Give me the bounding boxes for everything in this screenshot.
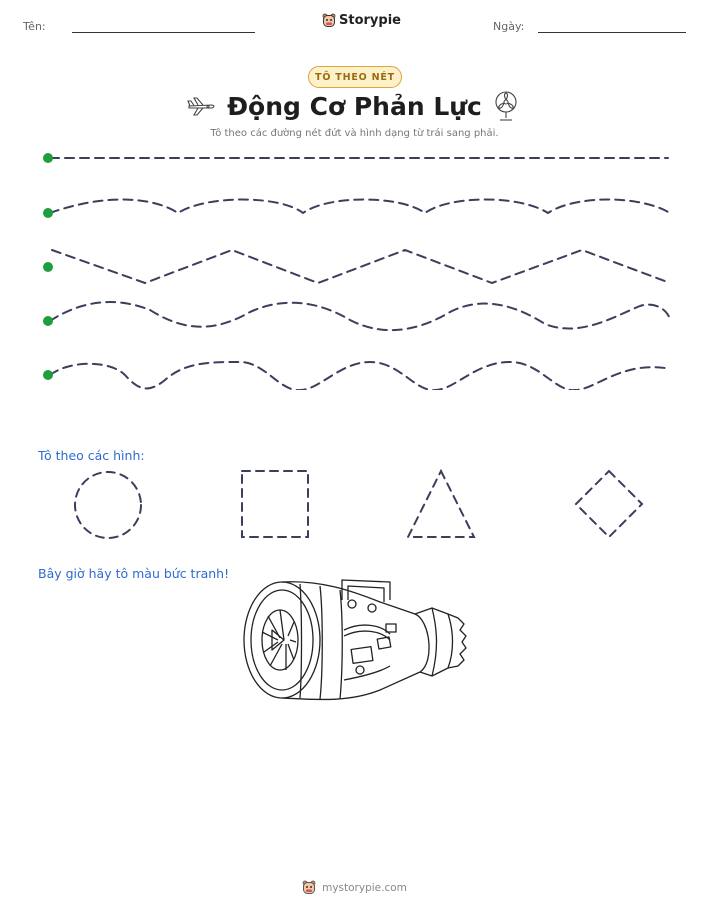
jet-engine-picture[interactable]: [240, 572, 470, 712]
coloring-label: Bây giờ hãy tô màu bức tranh!: [38, 566, 230, 581]
start-dot: [43, 316, 53, 326]
start-dot: [43, 370, 53, 380]
storypie-mascot-icon: [322, 13, 336, 27]
page-subtitle: Tô theo các đường nét đứt và hình dạng t…: [210, 128, 499, 139]
airplane-icon: [187, 97, 215, 116]
footer: mystorypie.com: [0, 880, 709, 895]
storypie-mascot-icon: [302, 880, 316, 894]
trace-diamond[interactable]: [574, 469, 644, 539]
footer-url[interactable]: mystorypie.com: [322, 881, 407, 894]
trace-square[interactable]: [241, 470, 309, 538]
start-dot: [43, 153, 53, 163]
trace-line-gentle-wave[interactable]: [49, 198, 671, 215]
trace-triangle[interactable]: [406, 468, 476, 538]
trace-line-bumpy-wave[interactable]: [49, 360, 666, 390]
trace-line-wave[interactable]: [49, 301, 671, 332]
date-line[interactable]: [538, 32, 686, 33]
fan-icon: [495, 91, 517, 121]
tracing-lines: [43, 153, 671, 390]
page-title: Động Cơ Phản Lực: [227, 92, 482, 121]
name-label: Tên:: [23, 20, 46, 33]
trace-circle[interactable]: [74, 471, 142, 539]
trace-line-zigzag[interactable]: [51, 248, 671, 285]
category-badge: TÔ THEO NÉT: [308, 66, 402, 88]
name-line[interactable]: [72, 32, 255, 33]
brand-logo: Storypie: [322, 13, 401, 28]
start-dot: [43, 208, 53, 218]
date-label: Ngày:: [493, 20, 525, 33]
shapes-label: Tô theo các hình:: [38, 448, 145, 463]
start-dot: [43, 262, 53, 272]
tracing-shapes: [74, 468, 644, 539]
brand-name: Storypie: [339, 13, 401, 28]
